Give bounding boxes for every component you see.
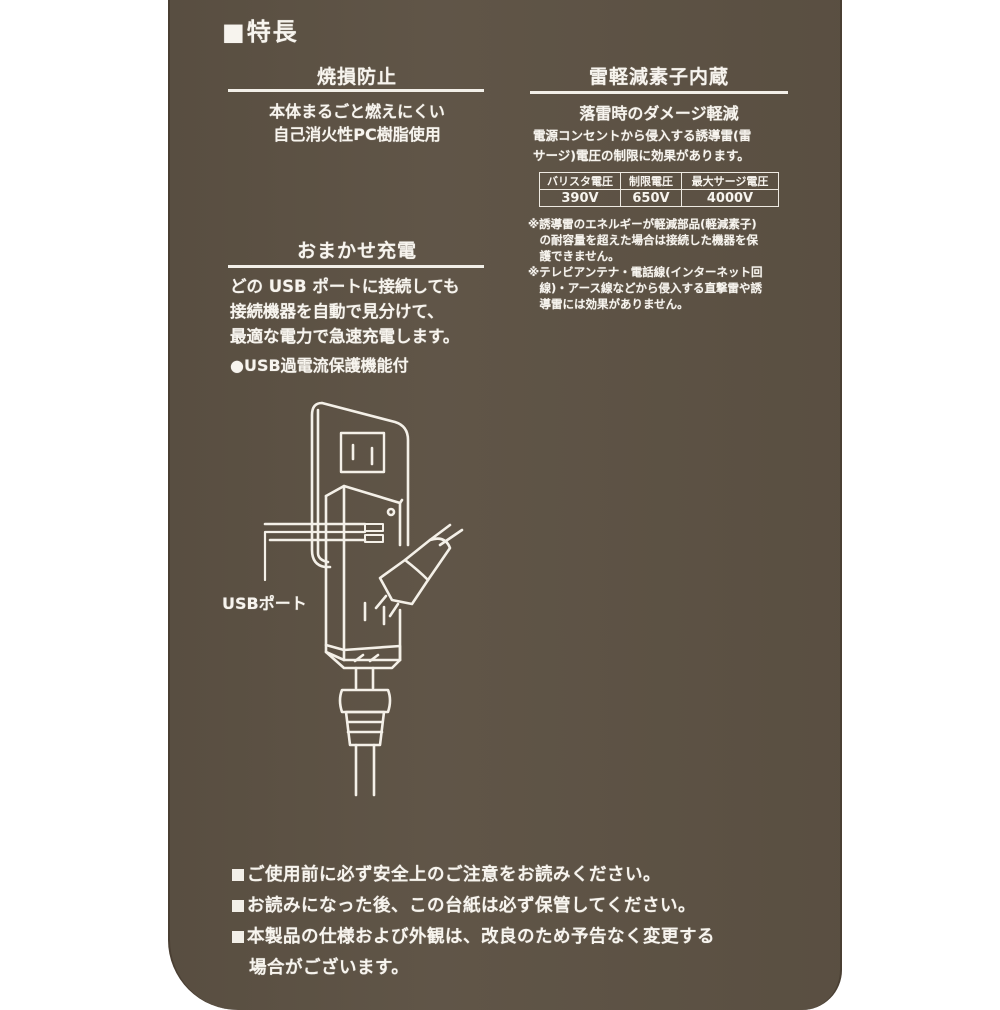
table-header-max-surge: 最大サージ電圧 <box>681 172 779 190</box>
note-2-line-2: 線)・アース線などから侵入する直撃雷や誘 <box>528 281 762 295</box>
note-1-line-2: の耐容量を超えた場合は接続した機器を保 <box>528 233 758 247</box>
footer-notice-2: お読みになった後、この台紙は必ず保管してください。 <box>232 891 696 922</box>
features-title: ■特長 <box>222 18 299 46</box>
table-cell-max-surge: 4000V <box>681 189 779 207</box>
auto-charge-heading: おまかせ充電 <box>296 240 417 262</box>
divider <box>530 91 788 94</box>
auto-charge-line-2: 接続機器を自動で見分けて、 <box>230 302 444 321</box>
square-bullet-icon <box>232 869 244 881</box>
square-bullet-icon <box>232 900 244 912</box>
note-2-line-1: ※テレビアンテナ・電話線(インターネット回 <box>528 265 763 279</box>
square-bullet-icon <box>232 931 244 943</box>
burn-prevention-heading: 焼損防止 <box>316 66 397 88</box>
package-card <box>168 0 842 1010</box>
square-bullet-icon: ■ <box>222 18 247 46</box>
divider <box>228 89 484 92</box>
note-1-line-1: ※誘導雷のエネルギーが軽減部品(軽減素子) <box>528 217 757 231</box>
lightning-subheading: 落雷時のダメージ軽減 <box>579 104 739 123</box>
auto-charge-line-3: 最適な電力で急速充電します。 <box>230 327 460 346</box>
note-2-line-3: 導雷には効果がありません。 <box>528 297 689 311</box>
footer-notice-1: ご使用前に必ず安全上のご注意をお読みください。 <box>232 860 661 891</box>
table-cell-varistor: 390V <box>539 189 621 207</box>
auto-charge-line-1: どの USB ポートに接続しても <box>230 277 460 296</box>
surge-spec-table: バリスタ電圧 制限電圧 最大サージ電圧 390V 650V 4000V <box>539 172 779 207</box>
lightning-line-2: サージ)電圧の制限に効果があります。 <box>533 148 750 163</box>
burn-prevention-line-2: 自己消火性PC樹脂使用 <box>273 125 441 144</box>
lightning-line-1: 電源コンセントから侵入する誘導雷(雷 <box>533 128 752 143</box>
divider <box>228 265 484 268</box>
usb-overcurrent-feature: ●USB過電流保護機能付 <box>230 356 409 375</box>
table-row: 390V 650V 4000V <box>539 189 779 207</box>
usb-port-label: USBポート <box>222 594 307 613</box>
burn-prevention-line-1: 本体まるごと燃えにくい <box>269 102 445 121</box>
table-cell-limit: 650V <box>620 189 682 207</box>
note-1-line-3: 護できません。 <box>528 249 620 263</box>
footer-notice-3-continuation: 場合がございます。 <box>249 958 410 978</box>
footer-notice-3: 本製品の仕様および外観は、改良のため予告なく変更する <box>232 922 715 953</box>
lightning-heading: 雷軽減素子内蔵 <box>588 66 729 88</box>
